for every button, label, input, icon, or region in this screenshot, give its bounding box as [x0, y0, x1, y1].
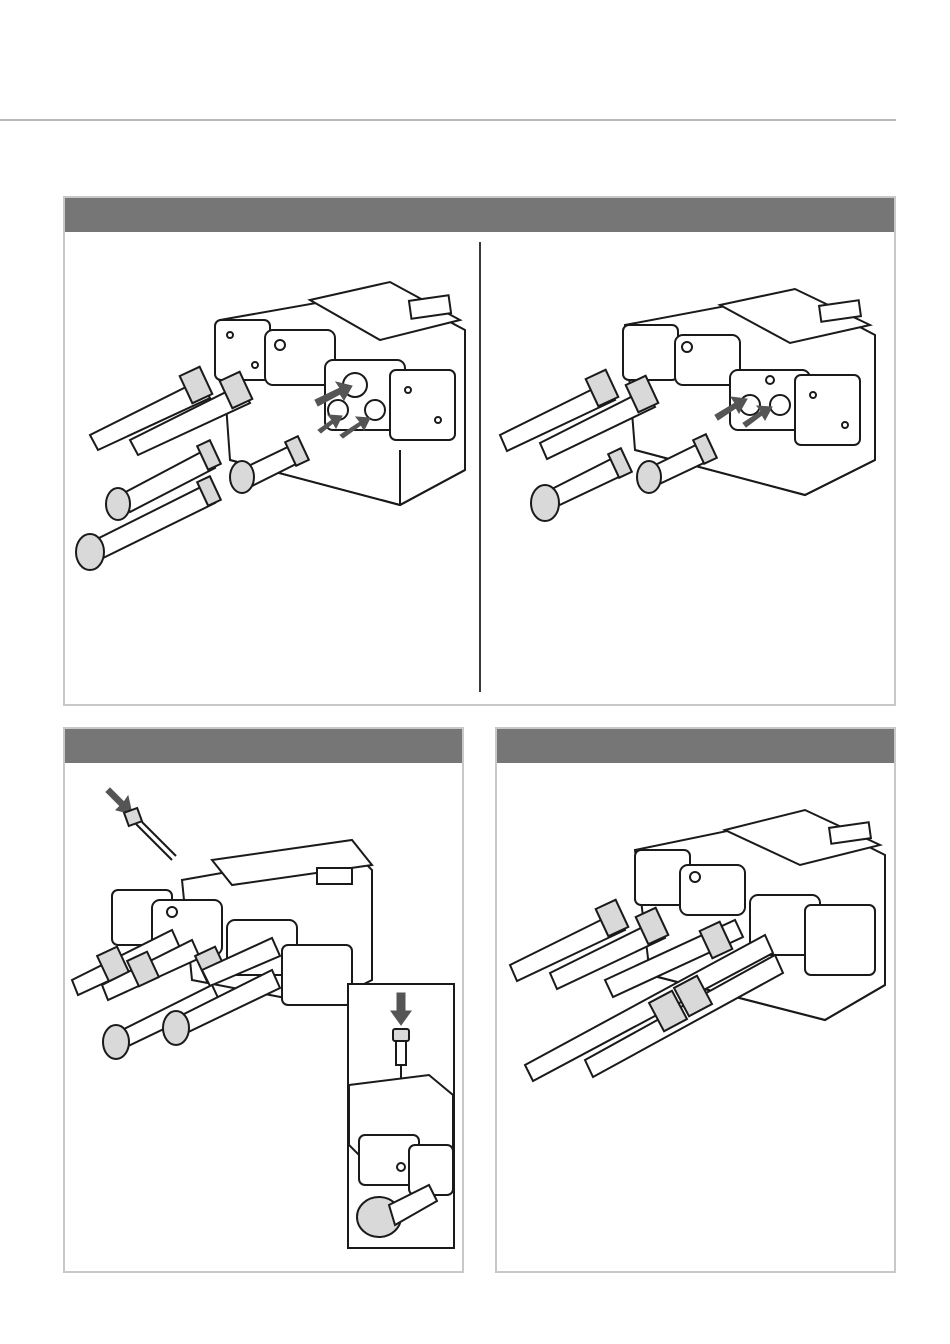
- page-header-rule: [0, 119, 896, 121]
- inset-sensor-detail: [349, 985, 453, 1247]
- panel-bottom-left-header-bar: [65, 729, 462, 763]
- illustration-pipes-connected: [505, 805, 890, 1085]
- panel-bottom-right-header-bar: [497, 729, 894, 763]
- illustration-sensor-insertion: [72, 780, 372, 1080]
- panel-top-divider: [479, 242, 481, 692]
- illustration-valve-block-two-ports: [495, 285, 890, 545]
- panel-top-header-bar: [65, 198, 894, 232]
- illustration-valve-block-three-ports: [70, 270, 470, 590]
